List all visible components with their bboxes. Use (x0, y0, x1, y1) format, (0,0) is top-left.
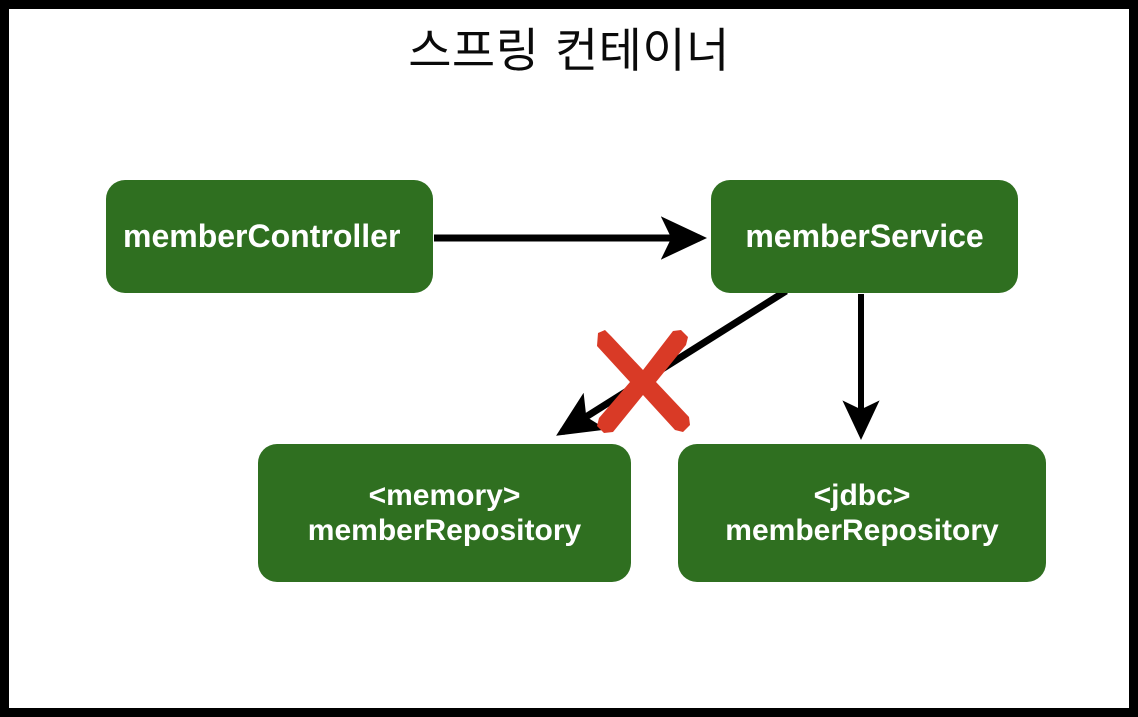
node-member-controller[interactable]: memberController (106, 180, 433, 293)
node-jdbc-member-repository-label: <jdbc> memberRepository (725, 478, 999, 547)
node-member-service[interactable]: memberService (711, 180, 1018, 293)
edge-service-to-memory-repo (556, 288, 788, 436)
node-jdbc-member-repository[interactable]: <jdbc> memberRepository (678, 444, 1046, 582)
cross-out-x-icon (597, 330, 690, 433)
node-member-controller-label: memberController (123, 217, 401, 254)
node-memory-member-repository[interactable]: <memory> memberRepository (258, 444, 631, 582)
node-memory-member-repository-label: <memory> memberRepository (307, 478, 582, 547)
node-member-service-label: memberService (745, 217, 984, 254)
page-title: 스프링 컨테이너 (408, 24, 730, 79)
